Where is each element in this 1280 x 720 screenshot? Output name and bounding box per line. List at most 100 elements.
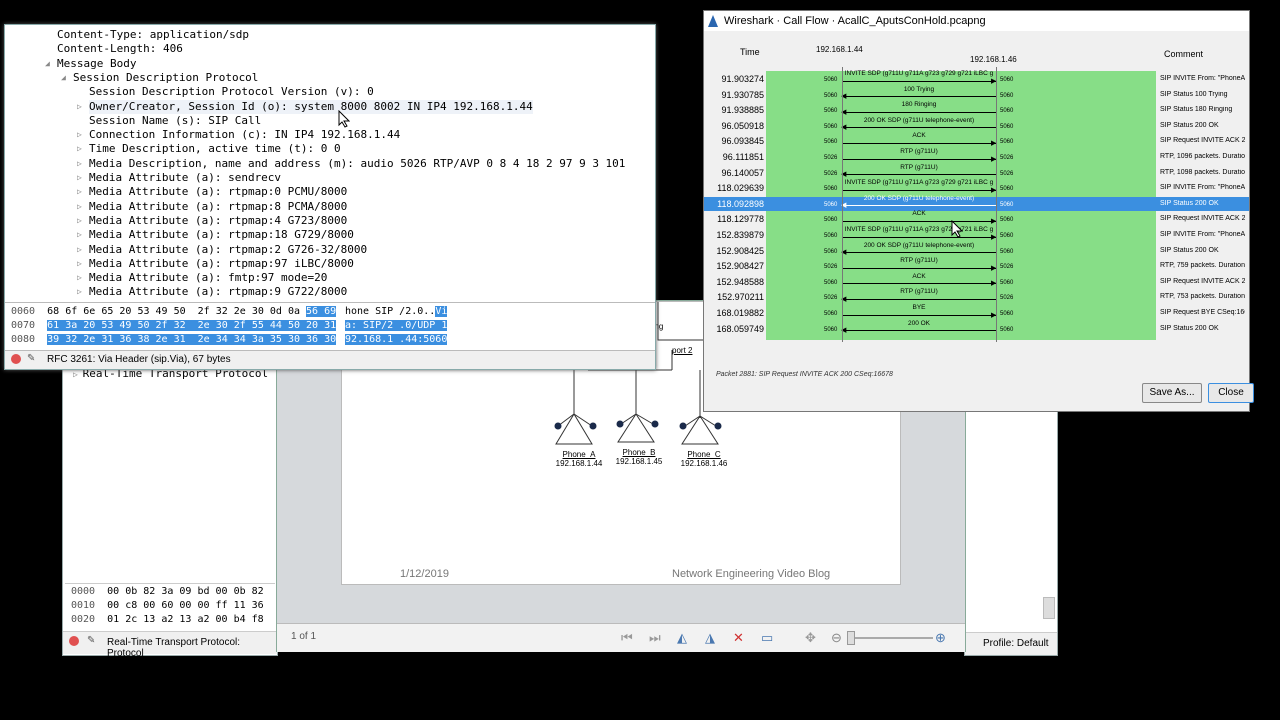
hex-row[interactable]: 0060 68 6f 6e 65 20 53 49 50 2f 32 2e 30… (11, 305, 448, 319)
packet-detail-row[interactable]: ▷Owner/Creator, Session Id (o): system 8… (77, 99, 533, 114)
rotate-right-icon[interactable]: ◮ (705, 630, 715, 645)
packet-detail-row[interactable]: Content-Length: 406 (57, 42, 183, 56)
zoom-out-icon[interactable]: ⊖ (831, 630, 842, 645)
packet-detail-row[interactable]: ◢Message Body (45, 57, 136, 71)
hex-bytes-selected: 61 3a 20 53 49 50 2f 32 2e 30 2f 55 44 5… (47, 320, 337, 331)
flow-arrow-line (842, 205, 996, 207)
save-as-button[interactable]: Save As... (1142, 383, 1202, 403)
packet-detail-row[interactable]: ▷Connection Information (c): IN IP4 192.… (77, 128, 400, 142)
flow-comment: SIP INVITE From: "PhoneA_L (1160, 231, 1245, 238)
packet-detail-row[interactable]: Session Name (s): SIP Call (89, 114, 261, 128)
collapsed-arrow-icon[interactable]: ▷ (77, 244, 82, 254)
flow-comment: SIP Status 200 OK (1160, 246, 1219, 254)
lifeline-host-b (996, 67, 997, 343)
packet-detail-row[interactable]: ▷Media Attribute (a): rtpmap:18 G729/800… (77, 228, 354, 242)
present-icon[interactable]: ▭ (761, 630, 774, 645)
packet-detail-row[interactable]: ▷ Media Description, name and address (m)… (77, 156, 626, 171)
flow-arrow-line (842, 111, 996, 113)
first-page-icon[interactable]: ⏮ (621, 630, 633, 645)
packet-detail-row[interactable]: ◢Session Description Protocol (61, 71, 258, 85)
packet-detail-row[interactable]: ▷ Media Attribute (a): fmtp:97 mode=20 (77, 271, 328, 285)
hex-row[interactable]: 0080 39 32 2e 31 36 38 2e 31 2e 34 34 3a… (11, 333, 448, 347)
expanded-arrow-icon[interactable]: ◢ (45, 58, 50, 68)
collapsed-arrow-icon[interactable]: ▷ (77, 215, 82, 225)
arrow-left-icon: ◀ (841, 295, 847, 303)
zoom-slider[interactable] (849, 637, 933, 639)
collapsed-arrow-icon[interactable]: ▷ (77, 273, 82, 283)
expanded-arrow-icon[interactable]: ◢ (61, 72, 66, 82)
hex-ascii: hone SIP /2.0..Vi (345, 305, 448, 319)
packet-detail-row[interactable]: ▷ Media Attribute (a): rtpmap:97 iLBC/800… (77, 256, 354, 271)
packet-detail-text: Session Description Protocol Version (v)… (89, 85, 374, 99)
back-hex-row: 0020 01 2c 13 a2 13 a2 00 b4 f8 (71, 614, 264, 625)
status-error-icon[interactable] (11, 354, 21, 364)
profile-label[interactable]: Profile: Default (983, 638, 1049, 649)
collapsed-arrow-icon[interactable]: ▷ (77, 187, 82, 197)
last-page-icon[interactable]: ⏭ (649, 630, 661, 645)
packet-detail-row[interactable]: ▷Media Attribute (a): rtpmap:4 G723/8000 (77, 214, 347, 228)
packet-detail-text: Media Description, name and address (m):… (89, 156, 626, 170)
zoom-in-icon[interactable]: ⊕ (935, 630, 946, 645)
edit-icon[interactable]: ✎ (87, 635, 96, 646)
packet-detail-text: Media Attribute (a): rtpmap:9 G722/8000 (89, 285, 348, 299)
collapsed-arrow-icon[interactable]: ▷ (77, 158, 82, 168)
status-error-icon[interactable] (69, 636, 79, 646)
scrollbar-thumb[interactable] (1043, 597, 1055, 619)
collapsed-arrow-icon[interactable]: ▷ (77, 144, 82, 154)
collapsed-arrow-icon[interactable]: ▷ (77, 258, 82, 268)
flow-time: 96.093845 (721, 136, 764, 147)
collapsed-arrow-icon[interactable]: ▷ (77, 287, 82, 297)
packet-detail-row[interactable]: ▷Media Attribute (a): rtpmap:8 PCMA/8000 (77, 200, 347, 214)
packet-detail-row[interactable]: ▷ Media Attribute (a): rtpmap:9 G722/8000 (77, 285, 348, 299)
delete-icon[interactable]: ✕ (733, 630, 744, 645)
flow-arrow-line (842, 158, 996, 160)
tree-row-rtp[interactable]: ▷ Real-Time Transport Protocol (73, 367, 269, 380)
packet-detail-row[interactable]: ▷Media Attribute (a): rtpmap:0 PCMU/8000 (77, 185, 347, 199)
collapsed-arrow-icon[interactable]: ▷ (77, 173, 82, 182)
zoom-slider-handle[interactable] (847, 631, 855, 645)
close-button[interactable]: Close (1208, 383, 1254, 403)
arrow-right-icon: ▶ (991, 139, 997, 147)
packet-bytes-pane: 0060 68 6f 6e 65 20 53 49 50 2f 32 2e 30… (5, 302, 655, 349)
edit-icon[interactable]: ✎ (27, 353, 36, 364)
collapsed-arrow-icon[interactable]: ▷ (77, 201, 82, 211)
collapsed-arrow-icon[interactable]: ▷ (77, 130, 82, 140)
col-comment-header: Comment (1164, 49, 1204, 59)
packet-detail-row[interactable]: ▷Media Attribute (a): sendrecv (77, 171, 281, 185)
footer-date: 1/12/2019 (400, 568, 449, 580)
hex-row[interactable]: 0070 61 3a 20 53 49 50 2f 32 2e 30 2f 55… (11, 319, 448, 333)
hex-bytes: 68 6f 6e 65 20 53 49 50 2f 32 2e 30 0d 0… (47, 306, 307, 317)
packet-detail-text: Media Attribute (a): fmtp:97 mode=20 (89, 271, 328, 285)
ascii-text-selected: a: SIP/2 .0/UDP 1 (345, 320, 448, 331)
packet-detail-row[interactable]: Content-Type: application/sdp (57, 28, 249, 42)
packet-detail-text: Media Attribute (a): rtpmap:97 iLBC/8000 (89, 256, 354, 270)
flow-message-label: 180 Ringing (901, 101, 937, 109)
packet-detail-row[interactable]: ▷Media Attribute (a): rtpmap:2 G726-32/8… (77, 243, 367, 257)
packet-detail-row[interactable]: Session Description Protocol Version (v)… (89, 85, 374, 99)
mouse-cursor-icon (951, 220, 963, 238)
fit-icon[interactable]: ✥ (805, 630, 816, 645)
packet-detail-row[interactable]: ▷Time Description, active time (t): 0 0 (77, 142, 341, 156)
status-text: RFC 3261: Via Header (sip.Via), 67 bytes (47, 354, 231, 365)
rotate-left-icon[interactable]: ◭ (677, 630, 687, 645)
collapsed-arrow-icon[interactable]: ▷ (77, 101, 82, 111)
back-status-bar: ✎ Real-Time Transport Protocol: Protocol (63, 631, 277, 659)
collapsed-arrow-icon[interactable]: ▷ (77, 230, 82, 240)
